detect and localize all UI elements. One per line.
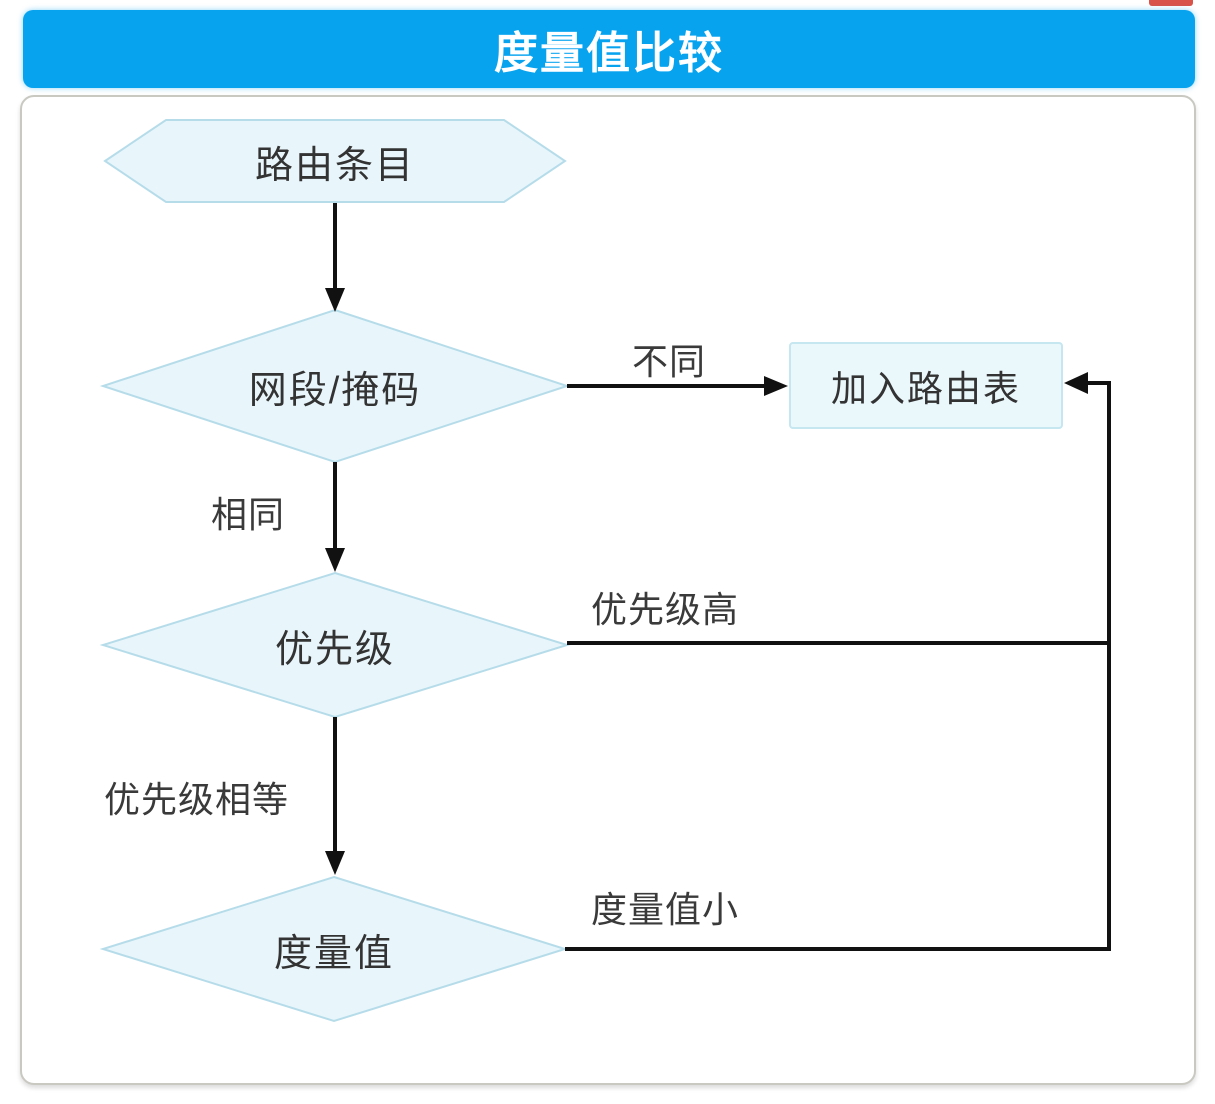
arrowhead-left-into-box (1064, 372, 1088, 394)
node-label-route-entry: 路由条目 (254, 144, 415, 187)
node-label-add-route: 加入路由表 (830, 367, 1021, 409)
arrowhead-down-2 (325, 548, 345, 572)
diamond-metric (99, 875, 569, 1023)
edge-metric-small-trunk (565, 381, 1111, 951)
arrowhead-right-1 (764, 376, 788, 396)
clipped-red-element (1149, 0, 1193, 6)
edge-label-priority-high: 优先级高 (591, 589, 740, 630)
arrowhead-down-1 (325, 288, 345, 312)
hexagon-route-entry (103, 119, 567, 203)
node-label-priority: 优先级 (274, 628, 395, 671)
title-banner: 度量值比较 (23, 10, 1195, 88)
edge-label-priority-equal: 优先级相等 (104, 779, 290, 820)
edge-label-same: 相同 (211, 494, 286, 535)
edge-label-metric-small: 度量值小 (591, 889, 740, 930)
edge-label-different: 不同 (632, 341, 707, 382)
page-title: 度量值比较 (494, 29, 724, 78)
box-add-route (789, 342, 1063, 429)
arrowhead-down-3 (325, 851, 345, 875)
node-label-metric: 度量值 (273, 932, 394, 975)
node-label-net-mask: 网段/掩码 (248, 369, 422, 412)
